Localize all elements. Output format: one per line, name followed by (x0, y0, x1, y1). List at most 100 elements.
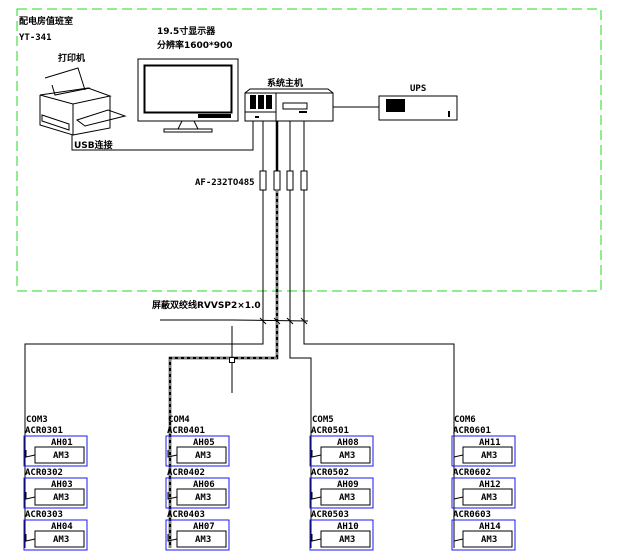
module-tap (25, 450, 36, 458)
acr-label: ACR0501 (311, 426, 349, 436)
module-frame (165, 435, 230, 467)
am-label: AM3 (195, 493, 211, 503)
com-column-com3: COM3ACR0301AH01AM3ACR0302AH03AM3ACR0303A… (23, 415, 88, 551)
ah-label: AH06 (193, 480, 215, 490)
acr-label: ACR0301 (25, 426, 63, 436)
com-column-com6: COM6ACR0601AH11AM3ACR0602AH12AM3ACR0603A… (451, 415, 516, 551)
am-label: AM3 (53, 451, 69, 461)
acr-label: ACR0402 (167, 468, 205, 478)
bus-com5 (289, 121, 312, 548)
com-label: COM5 (312, 415, 334, 425)
cable-leader (160, 317, 309, 393)
bus-com3 (24, 121, 264, 548)
module-tap (167, 450, 178, 458)
module-tap (311, 450, 322, 458)
com-column-com4: COM4ACR0401AH05AM3ACR0402AH06AM3ACR0403A… (165, 415, 230, 551)
ah-label: AH05 (193, 438, 215, 448)
module-tap (453, 450, 464, 458)
module-frame (451, 477, 516, 509)
am-label: AM3 (481, 535, 497, 545)
printer-label: 打印机 (58, 52, 85, 64)
monitor-icon (137, 58, 239, 133)
acr-label: ACR0603 (453, 510, 491, 520)
usb-label: USB连接 (74, 139, 113, 151)
module-tap (25, 534, 36, 542)
module-frame (309, 435, 374, 467)
acr-label: ACR0502 (311, 468, 349, 478)
acr-label: ACR0602 (453, 468, 491, 478)
ah-label: AH11 (479, 438, 501, 448)
usb-cable (71, 121, 254, 151)
ah-label: AH09 (337, 480, 359, 490)
duty-room-boundary (16, 8, 602, 292)
ah-label: AH10 (337, 522, 359, 532)
am-label: AM3 (53, 535, 69, 545)
acr-label: ACR0601 (453, 426, 491, 436)
room-title: 配电房值班室 (19, 15, 73, 27)
monitor-label: 19.5寸显示器 (157, 25, 216, 37)
am-label: AM3 (195, 535, 211, 545)
am-label: AM3 (53, 493, 69, 503)
com-label: COM6 (454, 415, 476, 425)
module-tap (25, 492, 36, 500)
ah-label: AH08 (337, 438, 359, 448)
am-label: AM3 (481, 451, 497, 461)
host-label: 系统主机 (267, 77, 303, 89)
module-frame (23, 519, 88, 551)
bus-com6 (303, 121, 455, 548)
module-frame (165, 519, 230, 551)
converter-icons (259, 170, 308, 191)
com-column-com5: COM5ACR0501AH08AM3ACR0502AH09AM3ACR0503A… (309, 415, 374, 551)
am-label: AM3 (481, 493, 497, 503)
module-frame (23, 477, 88, 509)
ah-label: AH12 (479, 480, 501, 490)
acr-label: ACR0403 (167, 510, 205, 520)
module-frame (451, 435, 516, 467)
ah-label: AH04 (51, 522, 73, 532)
ups-icon (378, 95, 458, 121)
am-label: AM3 (339, 535, 355, 545)
am-label: AM3 (339, 451, 355, 461)
module-frame (165, 477, 230, 509)
room-code: YT-341 (19, 33, 52, 43)
com-label: COM3 (26, 415, 48, 425)
converter-label: AF-232TO485 (195, 178, 255, 188)
am-label: AM3 (339, 493, 355, 503)
module-tap (311, 492, 322, 500)
module-tap (167, 492, 178, 500)
acr-label: ACR0303 (25, 510, 63, 520)
am-label: AM3 (195, 451, 211, 461)
ah-label: AH03 (51, 480, 73, 490)
printer-icon (39, 67, 127, 136)
module-frame (309, 477, 374, 509)
ah-label: AH07 (193, 522, 215, 532)
module-tap (167, 534, 178, 542)
cable-label: 屏蔽双绞线RVVSP2×1.0 (152, 299, 261, 311)
ups-label: UPS (410, 84, 426, 94)
com-label: COM4 (168, 415, 190, 425)
module-tap (453, 492, 464, 500)
acr-label: ACR0302 (25, 468, 63, 478)
module-tap (311, 534, 322, 542)
module-frame (23, 435, 88, 467)
ah-label: AH14 (479, 522, 501, 532)
module-frame (451, 519, 516, 551)
module-frame (309, 519, 374, 551)
ah-label: AH01 (51, 438, 73, 448)
acr-label: ACR0401 (167, 426, 205, 436)
acr-label: ACR0503 (311, 510, 349, 520)
monitor-resolution: 分辨率1600*900 (157, 39, 233, 51)
